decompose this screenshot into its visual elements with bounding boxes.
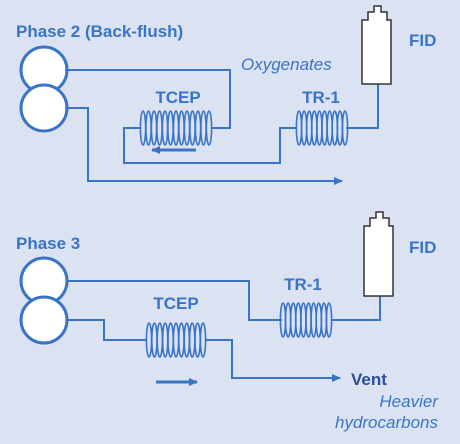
phase2-fid-detector xyxy=(361,5,392,85)
phase2-line-top xyxy=(65,69,231,129)
phase3-vent-note-line1: Heavier xyxy=(379,392,439,411)
coil-turn xyxy=(199,322,207,358)
coil-turn xyxy=(177,322,185,358)
phase2-tr1-label: TR-1 xyxy=(302,88,340,107)
coil-turn xyxy=(172,322,180,358)
phase3-vent-line xyxy=(206,339,341,382)
coil-turn xyxy=(167,110,174,146)
phase3-fid-detector xyxy=(363,211,394,297)
coil-turn xyxy=(172,110,180,146)
phase3-section: Phase 3 TCEP TR-1 FID Vent Heavier hydro… xyxy=(16,211,439,432)
phase2-line-to-fid xyxy=(346,80,379,129)
coil-turn xyxy=(145,110,152,146)
phase2-tr1-coil xyxy=(295,110,349,146)
coil-turn xyxy=(156,110,163,146)
phase3-line-to-fid xyxy=(331,296,381,321)
coil-turn xyxy=(156,322,164,358)
coil-turn xyxy=(188,322,196,358)
phase2-tcep-coil xyxy=(139,110,213,146)
phase3-vent-note-line2: hydrocarbons xyxy=(335,413,439,432)
phase2-vent-line xyxy=(65,107,343,185)
phase3-valve-bottom xyxy=(19,295,69,345)
phase3-tr1-coil xyxy=(279,302,333,338)
coil-turn xyxy=(205,110,213,146)
coil-turn xyxy=(341,110,349,146)
coil-turn xyxy=(189,110,196,146)
coil-turn xyxy=(194,110,202,146)
phase3-tcep-label: TCEP xyxy=(153,294,198,313)
phase3-line-top xyxy=(66,280,282,321)
coil-turn xyxy=(178,110,185,146)
coil-turn xyxy=(150,110,158,146)
coil-turn xyxy=(150,322,158,358)
phase2-valve-bottom xyxy=(19,83,69,133)
coil-turn xyxy=(183,110,191,146)
coil-turn xyxy=(161,322,169,358)
phase3-fid-label: FID xyxy=(409,238,436,257)
phase2-section: Phase 2 (Back-flush) TCEP TR-1 Oxygenate… xyxy=(16,5,436,185)
coil-turn xyxy=(183,322,191,358)
phase3-title: Phase 3 xyxy=(16,234,80,253)
coil-turn xyxy=(139,110,147,146)
phase3-tr1-label: TR-1 xyxy=(284,275,322,294)
phase3-vent-label: Vent xyxy=(351,370,387,389)
phase2-loop-line xyxy=(123,127,297,164)
coil-turn xyxy=(167,322,174,358)
phase2-tcep-label: TCEP xyxy=(155,88,200,107)
phase2-oxygenates-label: Oxygenates xyxy=(241,55,332,74)
coil-turn xyxy=(325,302,333,338)
phase3-tcep-coil xyxy=(145,322,207,358)
coil-turn xyxy=(145,322,153,358)
coil-turn xyxy=(161,110,169,146)
phase2-title: Phase 2 (Back-flush) xyxy=(16,22,183,41)
phase2-fid-label: FID xyxy=(409,31,436,50)
coil-turn xyxy=(194,322,201,358)
coil-turn xyxy=(200,110,207,146)
phase3-line-to-tcep xyxy=(66,319,147,341)
